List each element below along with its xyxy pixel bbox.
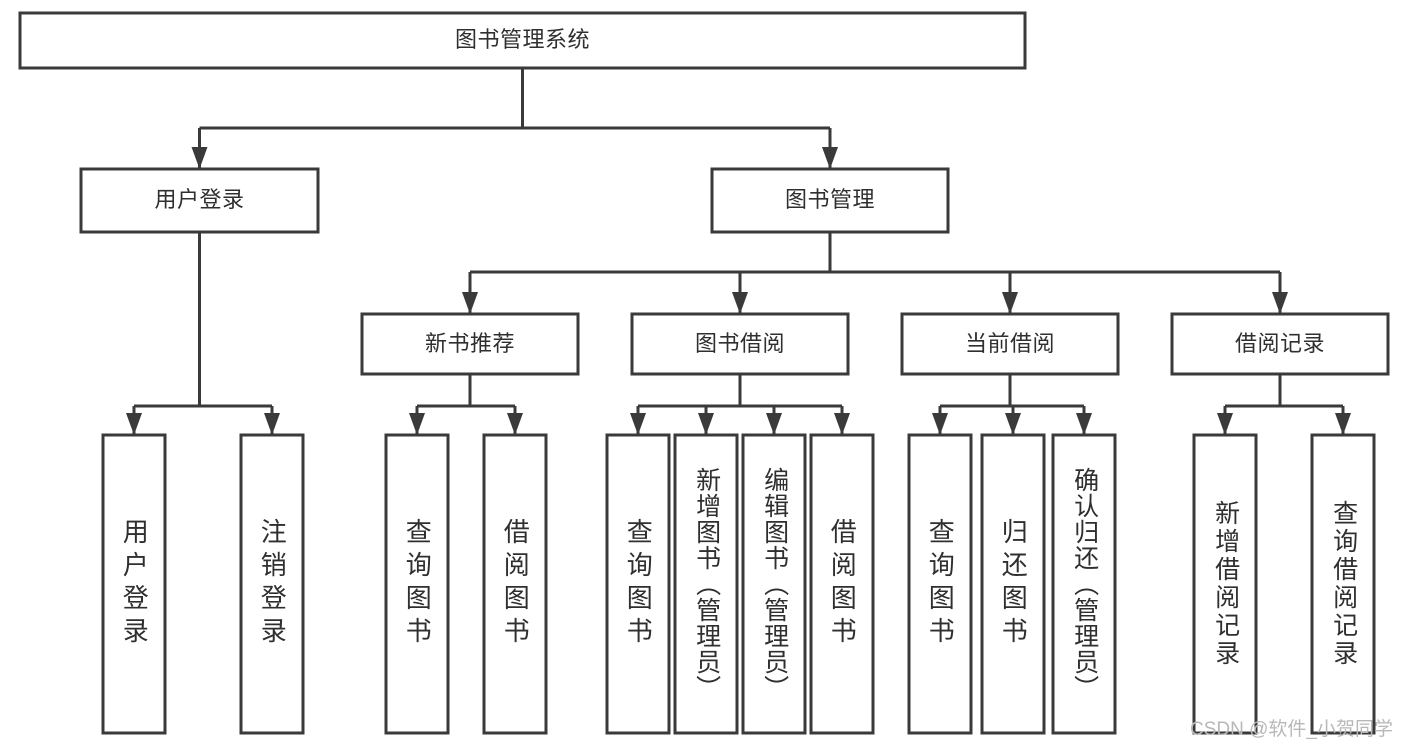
- node-box-leaf-borrow-book-new[interactable]: [482, 433, 548, 735]
- arrow-head-icon: [126, 413, 142, 435]
- arrow-head-icon: [1076, 413, 1092, 435]
- node-box-leaf-add-book-admin[interactable]: [673, 433, 739, 735]
- arrow-head-icon: [834, 413, 850, 435]
- arrow-head-icon: [732, 292, 748, 314]
- node-box-leaf-edit-book-admin[interactable]: [741, 433, 807, 735]
- arrow-head-icon: [698, 413, 714, 435]
- node-box-borrow-record[interactable]: [1170, 312, 1390, 376]
- arrow-head-icon: [191, 147, 208, 169]
- arrow-head-icon: [1217, 413, 1233, 435]
- connector-layer: [126, 68, 1351, 435]
- arrow-head-icon: [932, 413, 948, 435]
- node-box-root[interactable]: [18, 11, 1027, 70]
- node-box-leaf-add-borrow-record[interactable]: [1192, 433, 1258, 735]
- node-box-current-borrow[interactable]: [900, 312, 1120, 376]
- node-box-leaf-borrow-book[interactable]: [809, 433, 875, 735]
- arrow-head-icon: [630, 413, 646, 435]
- node-box-leaf-query-borrow-record[interactable]: [1310, 433, 1376, 735]
- node-box-leaf-query-book-borrow[interactable]: [605, 433, 671, 735]
- arrow-head-icon: [1272, 292, 1288, 314]
- node-box-user-login[interactable]: [79, 167, 320, 234]
- arrow-head-icon: [409, 413, 425, 435]
- node-box-book-borrow[interactable]: [630, 312, 850, 376]
- arrow-head-icon: [822, 147, 838, 169]
- node-box-leaf-query-book-new[interactable]: [384, 433, 450, 735]
- node-box-leaf-confirm-return-admin[interactable]: [1051, 433, 1117, 735]
- node-box-new-book-recommend[interactable]: [360, 312, 580, 376]
- arrow-head-icon: [264, 413, 280, 435]
- arrow-head-icon: [1005, 413, 1021, 435]
- node-box-layer: [18, 11, 1390, 735]
- node-box-leaf-user-logout[interactable]: [239, 433, 305, 735]
- node-box-leaf-user-login[interactable]: [101, 433, 167, 735]
- arrow-head-icon: [462, 292, 478, 314]
- node-box-book-management[interactable]: [710, 167, 950, 234]
- arrow-head-icon: [766, 413, 782, 435]
- arrow-head-icon: [1335, 413, 1351, 435]
- node-box-leaf-return-book[interactable]: [980, 433, 1046, 735]
- arrow-head-icon: [507, 413, 523, 435]
- arrow-head-icon: [1002, 292, 1018, 314]
- node-box-leaf-query-book-current[interactable]: [907, 433, 973, 735]
